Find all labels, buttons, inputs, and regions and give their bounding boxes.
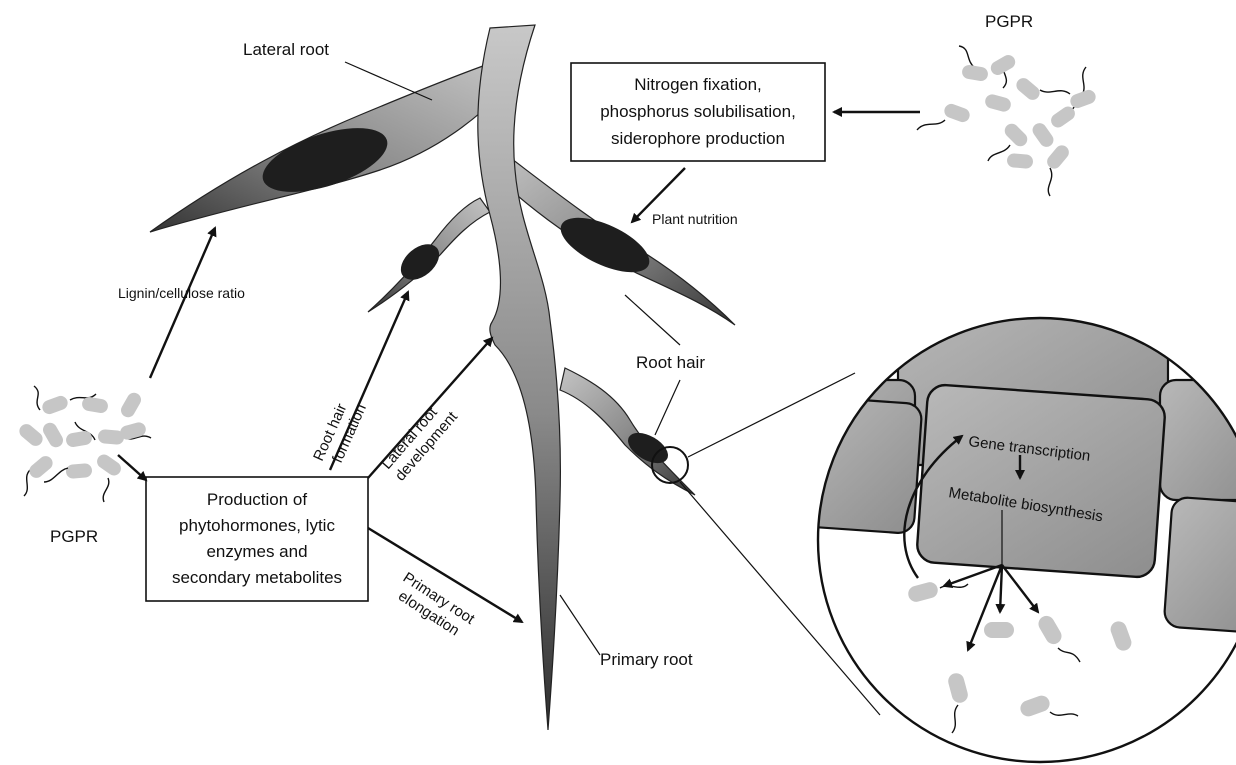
bacterium	[65, 463, 92, 479]
nutrition-line-1: Nitrogen fixation,	[634, 75, 762, 94]
bacterium	[17, 421, 46, 448]
bacterium	[984, 622, 1014, 638]
production-line-1: Production of	[207, 490, 307, 509]
lignin-ratio-label: Lignin/cellulose ratio	[118, 285, 245, 301]
cell-central	[916, 384, 1166, 578]
bacterium	[24, 453, 55, 496]
bacterium	[1068, 67, 1097, 110]
production-line-3: enzymes and	[206, 542, 307, 561]
pgpr-left-label: PGPR	[50, 527, 98, 546]
bacterium	[118, 390, 143, 420]
nutrition-line-3: siderophore production	[611, 129, 785, 148]
cell	[796, 396, 923, 534]
plant-nutrition-label: Plant nutrition	[652, 211, 738, 227]
arrow-lignin	[150, 228, 215, 378]
bacterium	[34, 386, 70, 416]
bacterium	[119, 421, 151, 441]
pgpr-top-label: PGPR	[985, 12, 1033, 31]
magnifier-line-top	[688, 373, 855, 457]
root-hair-leader-1	[625, 295, 680, 345]
root-hair-leader-2	[655, 380, 680, 435]
bacterium	[1006, 153, 1033, 169]
lateral-root-lower-right	[560, 368, 695, 495]
bacterium	[1044, 143, 1071, 196]
lateral-root-leader	[345, 62, 432, 100]
cell	[1160, 380, 1236, 500]
primary-root-elongation-label: Primary root elongation	[390, 569, 478, 643]
primary-root-label: Primary root	[600, 650, 693, 669]
production-line-2: phytohormones, lytic	[179, 516, 335, 535]
bacterium	[988, 52, 1018, 88]
bacterium	[94, 452, 123, 502]
bacterium	[70, 394, 109, 414]
lateral-root-label: Lateral root	[243, 40, 329, 59]
root-hair-label: Root hair	[636, 353, 705, 372]
nutrition-box: Nitrogen fixation, phosphorus solubilisa…	[571, 63, 825, 161]
arrow-pgpr-to-box	[118, 455, 146, 480]
nutrition-line-2: phosphorus solubilisation,	[600, 102, 796, 121]
production-line-4: secondary metabolites	[172, 568, 342, 587]
bacterium	[984, 93, 1013, 113]
bacterium	[1030, 120, 1056, 149]
bacterium	[1014, 75, 1070, 102]
primary-root-leader	[560, 595, 600, 655]
root-hair-formation-label: Root hair formation	[310, 394, 370, 471]
primary-root-shape	[478, 25, 561, 730]
bacterium	[40, 420, 65, 450]
lateral-root-development-label: Lateral root development	[378, 396, 461, 484]
production-box: Production of phytohormones, lytic enzym…	[146, 477, 368, 601]
bacterium	[65, 422, 95, 448]
magnified-cells: Gene transcription Metabolite biosynthes…	[790, 300, 1236, 765]
cell	[1164, 497, 1236, 634]
bacteria-cluster-left	[17, 386, 151, 502]
bacterium	[959, 46, 989, 82]
bacterium	[917, 102, 972, 130]
bacteria-cluster-top	[917, 46, 1098, 196]
